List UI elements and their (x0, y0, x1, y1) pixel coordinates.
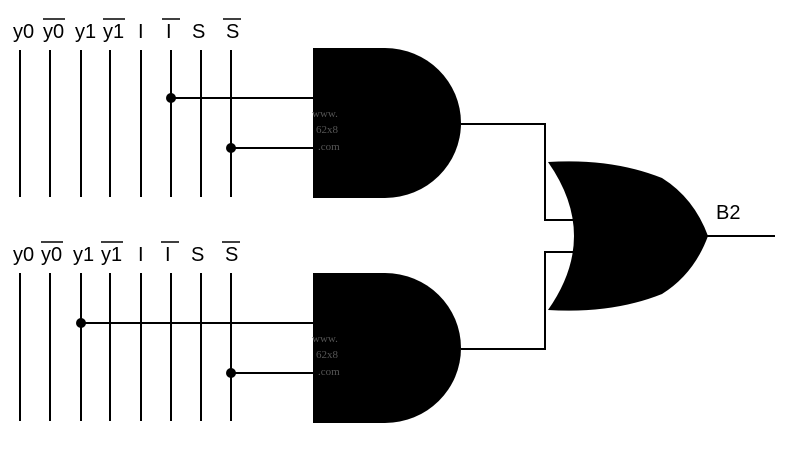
bottom-label-s-bar: S (225, 244, 238, 266)
watermark-bottom: www. 62x8 .com (312, 333, 340, 378)
top-input-lines (19, 50, 232, 197)
top-and-wires (171, 97, 313, 149)
svg-text:.com: .com (318, 141, 340, 153)
top-label-i-bar: I (166, 21, 172, 43)
junction-dot (76, 318, 86, 328)
junction-dot (166, 93, 176, 103)
top-label-y1: y1 (75, 21, 96, 43)
bottom-label-y0-bar: y0 (41, 244, 62, 266)
top-label-s-bar: S (226, 21, 239, 43)
svg-text:.com: .com (318, 366, 340, 378)
wire-bottom-and-to-or (461, 251, 582, 350)
wire-top-and-to-or (461, 123, 582, 221)
and-to-or-wires (461, 123, 582, 350)
bottom-label-i: I (138, 244, 144, 266)
output-label-b2: B2 (716, 202, 740, 224)
svg-text:62x8: 62x8 (316, 349, 339, 361)
watermark-top: www. 62x8 .com (312, 108, 340, 153)
and-gate-bottom (313, 273, 461, 423)
junction-dot (226, 143, 236, 153)
bottom-label-y0: y0 (13, 244, 34, 266)
svg-text:www.: www. (312, 108, 338, 120)
top-label-y0: y0 (13, 21, 34, 43)
svg-text:62x8: 62x8 (316, 124, 339, 136)
top-label-i: I (138, 21, 144, 43)
top-label-y0-bar: y0 (43, 21, 64, 43)
or-gate (548, 161, 708, 311)
top-label-s: S (192, 21, 205, 43)
bottom-label-y1: y1 (73, 244, 94, 266)
and-gate-top (313, 48, 461, 198)
bottom-label-s: S (191, 244, 204, 266)
svg-text:www.: www. (312, 333, 338, 345)
bottom-input-lines (19, 273, 232, 421)
top-input-labels: y0 y0 y1 y1 I I S S (13, 18, 241, 43)
top-label-y1-bar: y1 (103, 21, 124, 43)
bottom-and-wires (81, 322, 313, 374)
bottom-label-i-bar: I (165, 244, 171, 266)
junction-dot (226, 368, 236, 378)
bottom-label-y1-bar: y1 (101, 244, 122, 266)
bottom-input-labels: y0 y0 y1 y1 I I S S (13, 241, 240, 266)
